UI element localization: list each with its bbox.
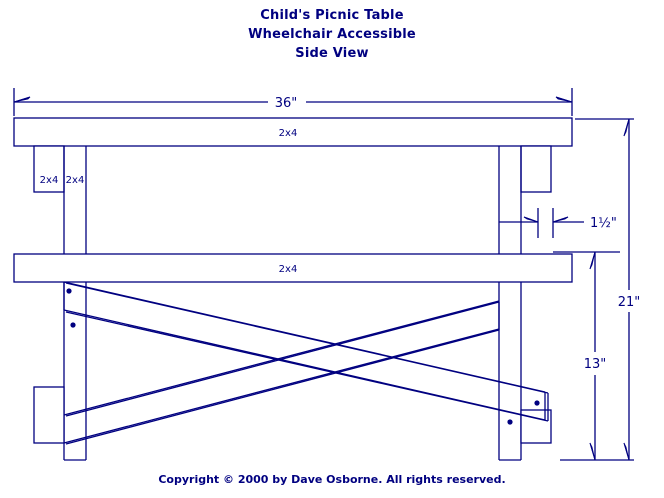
seat-arrow-bottom-icon bbox=[589, 442, 596, 461]
dim-arrow-left-tail bbox=[13, 96, 31, 103]
footer-block: Copyright © 2000 by Dave Osborne. All ri… bbox=[0, 468, 664, 487]
tabletop-board bbox=[13, 117, 573, 147]
screw-hole-left-upper bbox=[66, 288, 72, 294]
right-leg-block-outer bbox=[520, 145, 552, 193]
tabletop-stock-label: 2x4 bbox=[279, 128, 298, 139]
left-leg-inner-stock-label: 2x4 bbox=[66, 175, 85, 186]
title-line-2: Wheelchair Accessible bbox=[248, 27, 416, 42]
brace-b-edge-bottom bbox=[63, 328, 500, 444]
title-line-3: Side View bbox=[295, 46, 369, 61]
dimension-thickness bbox=[499, 208, 584, 238]
dimension-label-overall-width: 36" bbox=[275, 96, 298, 111]
copyright-notice: Copyright © 2000 by Dave Osborne. All ri… bbox=[158, 473, 506, 486]
dimension-label-seat-height: 13" bbox=[584, 357, 607, 372]
screw-hole-right-lower bbox=[507, 419, 513, 425]
brace-asc-edge-bottom bbox=[65, 329, 500, 445]
dimension-label-overall-height: 21" bbox=[618, 295, 641, 310]
thickness-arrow-a-icon bbox=[523, 216, 539, 223]
brace-lines-final bbox=[65, 282, 549, 445]
screw-hole-left-lower bbox=[70, 322, 76, 328]
left-leg-outer-stock-label: 2x4 bbox=[40, 175, 59, 186]
brace-top-short-diagonals bbox=[66, 283, 664, 418]
seat-stock-label: 2x4 bbox=[279, 264, 298, 275]
height-arrow-top-icon bbox=[623, 118, 630, 137]
title-block: Child's Picnic Table Wheelchair Accessib… bbox=[0, 6, 664, 63]
seat-arrow-top-icon bbox=[589, 251, 596, 270]
height-arrow-bottom-icon bbox=[623, 442, 630, 461]
thickness-arrow-b-icon bbox=[552, 216, 569, 223]
brace-desc-edge-top bbox=[65, 282, 549, 394]
seat-board bbox=[13, 253, 573, 283]
dimension-label-thickness: 1½" bbox=[590, 216, 617, 231]
dimension-overall-height bbox=[560, 118, 634, 461]
dimension-seat-height bbox=[553, 251, 620, 461]
dimension-overall-width bbox=[13, 88, 573, 116]
title-line-1: Child's Picnic Table bbox=[260, 8, 404, 23]
dim-arrow-right-tail bbox=[555, 96, 573, 103]
right-foot-block bbox=[520, 409, 552, 444]
cross-brace-lower-left-to-upper-right bbox=[63, 300, 500, 444]
screw-hole-right-upper bbox=[534, 400, 540, 406]
left-foot-block bbox=[33, 386, 65, 444]
brace-b-edge-top bbox=[63, 300, 500, 416]
brace-desc-edge-bottom bbox=[65, 311, 549, 422]
brace-asc-edge-top bbox=[65, 301, 500, 417]
